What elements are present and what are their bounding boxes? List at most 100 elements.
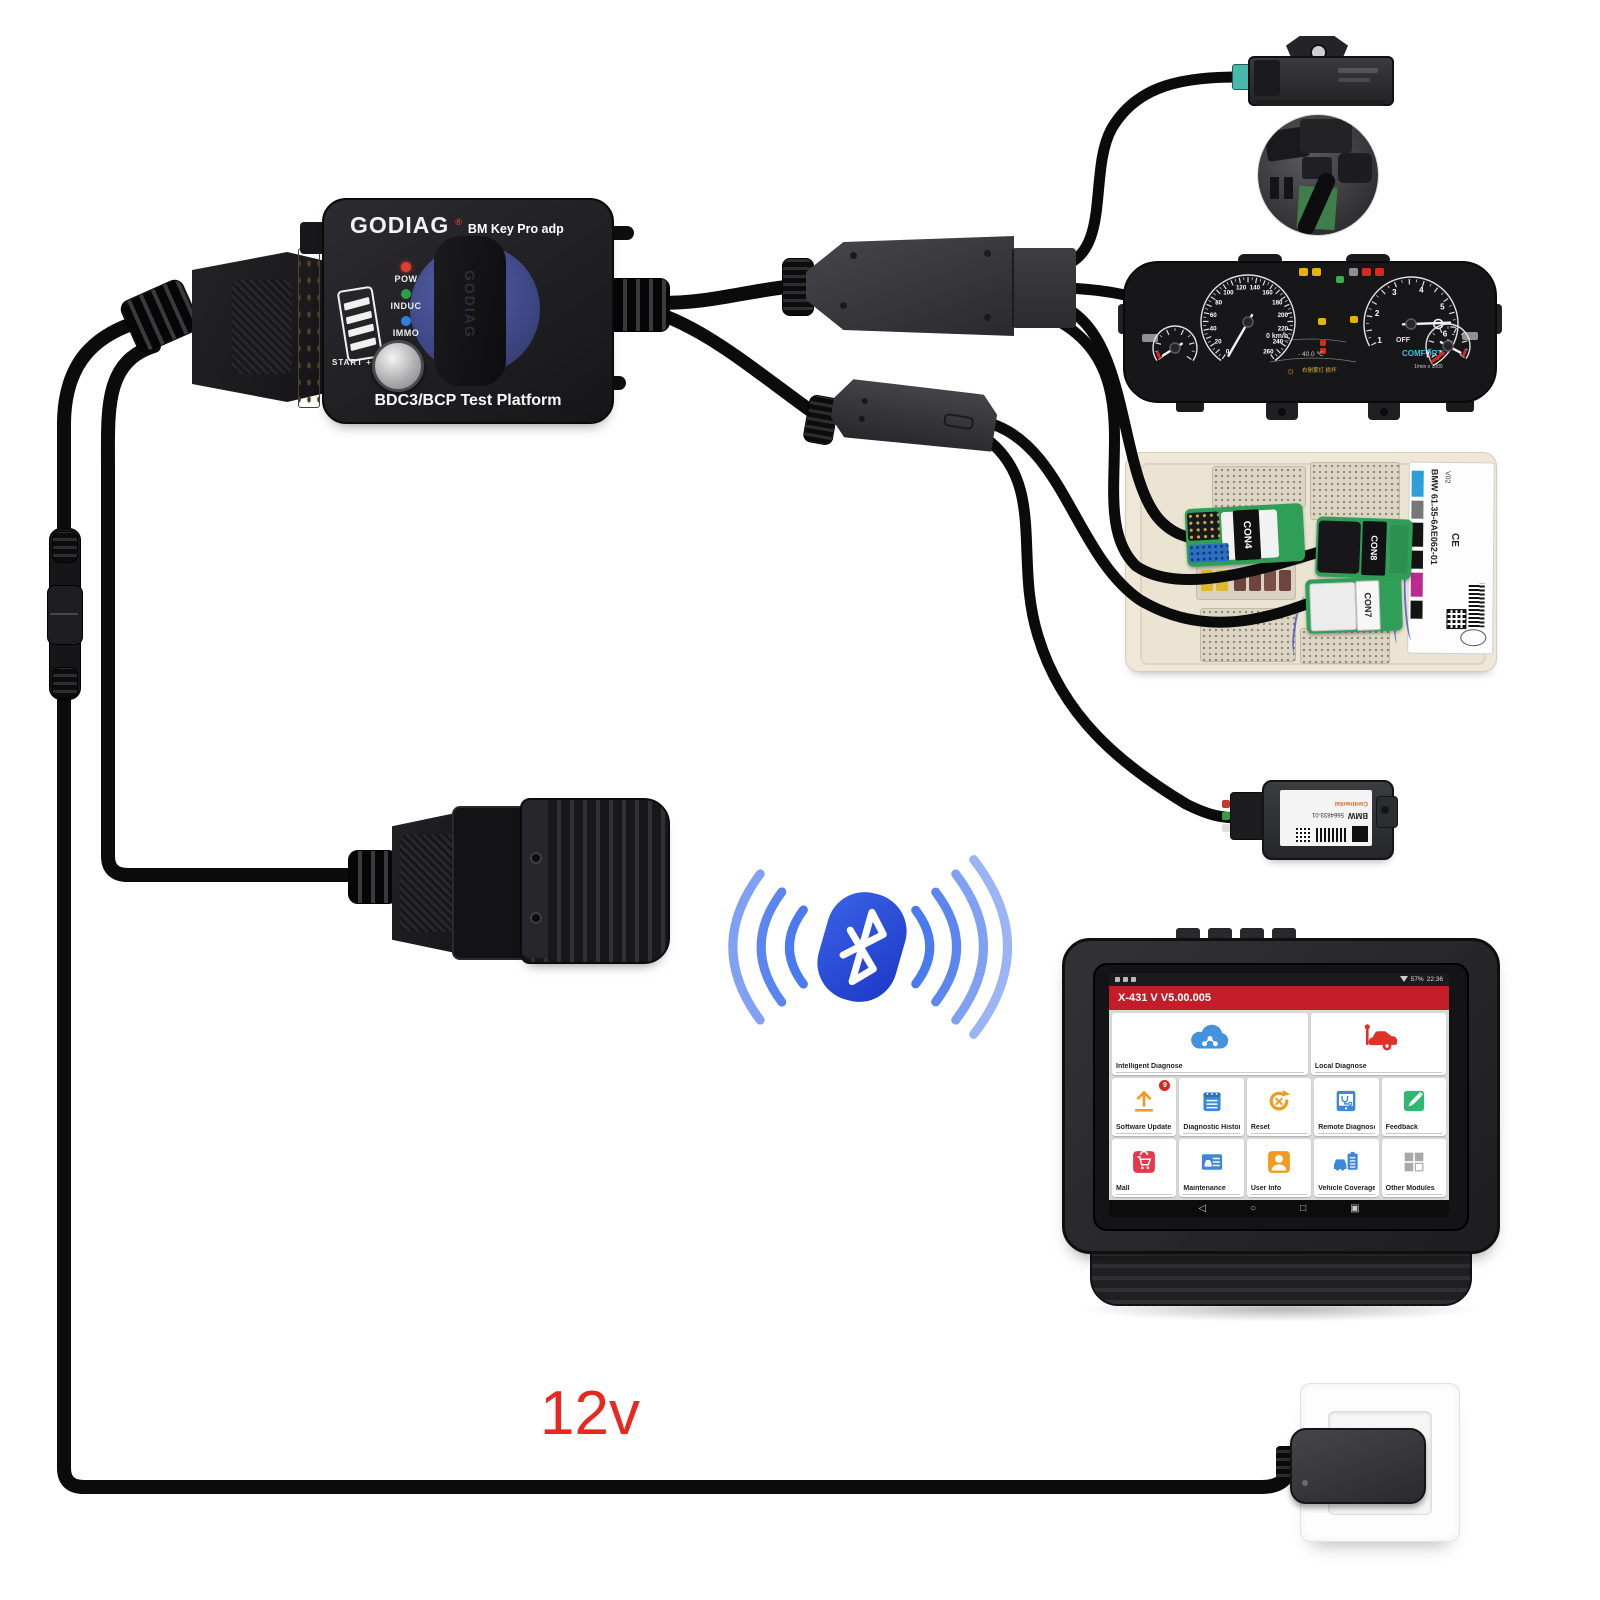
tile-label: Remote Diagnose: [1318, 1124, 1375, 1134]
tile-label: Intelligent Diagnose: [1116, 1063, 1304, 1073]
tile-feedback[interactable]: Feedback: [1381, 1077, 1447, 1136]
platform-label: BDC3/BCP Test Platform: [374, 392, 562, 409]
db15-strain-relief: [117, 276, 203, 356]
tablet-button[interactable]: [1176, 928, 1200, 940]
splitter1-end-block: [1012, 248, 1076, 328]
bdc-connector-block: [1310, 462, 1400, 520]
sticker-ce-mark: CE: [1449, 532, 1461, 547]
bluetooth-waves-left: [728, 869, 808, 1025]
immo-led: [401, 316, 411, 326]
svg-text:20: 20: [1215, 338, 1222, 345]
con4-adapter: CON4: [1184, 502, 1306, 568]
key-slot-brand: GODIAG: [462, 270, 478, 339]
card-car-icon: [1179, 1139, 1243, 1185]
bmw-module-wires: [1222, 800, 1232, 834]
con8-label: CON8: [1361, 520, 1387, 576]
pow-led: [401, 262, 411, 272]
bluetooth-signal: [728, 855, 1012, 1039]
wifi-icon: [1399, 976, 1408, 983]
tablet-button[interactable]: [1240, 928, 1264, 940]
tablet-button[interactable]: [1208, 928, 1232, 940]
tile-local-diagnose[interactable]: Local Diagnose: [1310, 1012, 1446, 1075]
start-label: START +: [332, 358, 372, 367]
cluster-temp: - 40.0 ℃: [1298, 351, 1324, 358]
svg-text:1: 1: [1377, 336, 1382, 345]
svg-text:140: 140: [1250, 284, 1261, 291]
nav-recents-icon[interactable]: □: [1300, 1202, 1307, 1214]
tile-intelligent-diagnose[interactable]: Intelligent Diagnose: [1112, 1012, 1308, 1075]
splitter1-housing: [806, 236, 1014, 336]
remote-device-icon: [1314, 1078, 1378, 1124]
sticker-barcode: [1468, 583, 1485, 628]
android-nav-bar: ◁ ○ □ ▣: [1109, 1199, 1449, 1217]
tile-label: Feedback: [1385, 1124, 1443, 1134]
sticker-stamp: [1460, 629, 1487, 647]
power-voltage-label: 12v: [540, 1379, 640, 1448]
tile-label: Mall: [1116, 1185, 1173, 1195]
car-list-icon: [1314, 1139, 1378, 1185]
bmw-module-part: 5664833-01: [1311, 811, 1344, 817]
instrument-cluster: 0 km/h - 40.0 ℃ 右侧雾灯 损坏 ☼ OFF COMFORT 1/…: [1118, 246, 1502, 436]
tile-vehicle-coverage[interactable]: Vehicle Coverage: [1314, 1138, 1379, 1197]
tile-label: Reset: [1250, 1124, 1308, 1134]
svg-text:260: 260: [1263, 348, 1274, 355]
svg-text:120: 120: [1236, 284, 1247, 291]
tile-remote-diagnose[interactable]: Remote Diagnose: [1314, 1077, 1379, 1136]
svg-text:220: 220: [1278, 326, 1289, 333]
obd-strain-relief: [348, 850, 398, 904]
nav-home-icon[interactable]: ○: [1250, 1202, 1257, 1214]
tablet-button[interactable]: [1272, 928, 1296, 940]
sticker-version: V02: [1443, 470, 1451, 484]
bluetooth-waves-right: [911, 855, 1012, 1039]
tile-other-modules[interactable]: Other Modules: [1381, 1138, 1447, 1197]
notebook-icon: [1179, 1078, 1243, 1124]
cloud-diagnose-icon: [1112, 1013, 1308, 1063]
pencil-icon: [1382, 1078, 1446, 1124]
tile-reset[interactable]: Reset: [1246, 1077, 1312, 1136]
tile-label: Local Diagnose: [1314, 1063, 1442, 1073]
cluster-lamp-glyph: ☼: [1286, 366, 1295, 377]
sticker-qr: [1446, 608, 1467, 630]
tile-diagnostic-history[interactable]: Diagnostic History: [1179, 1077, 1244, 1136]
app-grid: Intelligent Diagnose Local Diagnose 9: [1109, 1009, 1449, 1200]
godiag-brand: GODIAG: [350, 212, 450, 238]
user-icon: [1247, 1139, 1311, 1185]
splitter2-housing: [828, 372, 1000, 461]
tile-software-update[interactable]: 9 Software Update: [1112, 1077, 1177, 1136]
induc-led: [401, 289, 411, 299]
tile-mall[interactable]: Mall: [1112, 1138, 1177, 1197]
key-slot[interactable]: GODIAG: [434, 236, 506, 386]
fuel-gauge: [1152, 325, 1198, 362]
update-arrow-icon: 9: [1112, 1078, 1176, 1124]
svg-text:0: 0: [1226, 348, 1230, 355]
con7-adapter: CON7: [1305, 576, 1403, 634]
status-icon: [1115, 976, 1120, 982]
nav-screenshot-icon[interactable]: ▣: [1350, 1202, 1360, 1214]
battery-percent: 57%: [1410, 975, 1424, 983]
nav-back-icon[interactable]: ◁: [1198, 1202, 1207, 1214]
tile-label: User Info: [1250, 1185, 1308, 1195]
cluster-tach-unit: 1/min x 1000: [1414, 364, 1443, 370]
connector-closeup-inset: [1258, 115, 1378, 235]
svg-text:2: 2: [1375, 309, 1380, 318]
cluster-off: OFF: [1396, 337, 1411, 344]
tile-user-info[interactable]: User Info: [1246, 1138, 1312, 1197]
bdc-connector-block: [1200, 608, 1296, 662]
cluster-mode: COMFORT: [1402, 349, 1443, 358]
svg-text:240: 240: [1273, 338, 1284, 345]
vci-dongle[interactable]: [520, 798, 670, 964]
tile-label: Software Update: [1116, 1124, 1173, 1134]
tile-label: Vehicle Coverage: [1318, 1185, 1375, 1195]
svg-text:200: 200: [1278, 312, 1289, 319]
svg-text:60: 60: [1210, 312, 1217, 319]
cable-top-module: [1056, 71, 1246, 272]
cart-icon: [1112, 1139, 1176, 1185]
godiag-device: GODIAG ® BM Key Pro adp GODIAG POW INDUC…: [322, 198, 614, 424]
svg-text:40: 40: [1210, 326, 1217, 333]
tile-maintenance[interactable]: Maintenance: [1179, 1138, 1244, 1197]
bdc-bmw-sticker: BMW 61.35-6AE062-01 V02 CE: [1407, 461, 1495, 655]
status-icon: [1131, 976, 1136, 982]
start-button[interactable]: [372, 340, 424, 392]
